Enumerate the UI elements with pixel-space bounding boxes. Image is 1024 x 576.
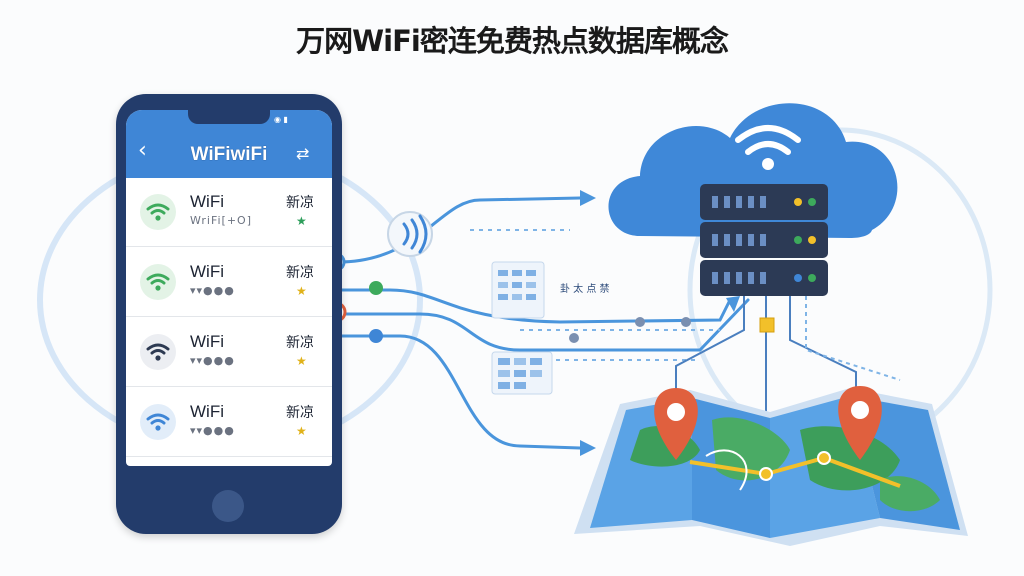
wifi-details: ▾▾●●● bbox=[190, 424, 235, 437]
wifi-list-item[interactable]: WiFi ▾▾●●● 新凉 ★ bbox=[126, 248, 332, 317]
data-card-1 bbox=[491, 261, 545, 319]
node-dot-2 bbox=[369, 281, 383, 295]
wifi-list-item[interactable]: WiFi ▾▾●●● 新凉 ★ bbox=[126, 318, 332, 387]
wifi-name: WiFi bbox=[190, 192, 224, 211]
star-icon[interactable]: ★ bbox=[296, 284, 307, 298]
wifi-name: WiFi bbox=[190, 262, 224, 281]
star-icon[interactable]: ★ bbox=[296, 354, 307, 368]
wifi-details: ▾▾●●● bbox=[190, 354, 235, 367]
data-card-2 bbox=[491, 351, 553, 395]
home-button[interactable] bbox=[212, 490, 244, 522]
menu-icon[interactable]: ⇄ bbox=[296, 144, 310, 163]
arrow-bottom-icon bbox=[580, 440, 596, 456]
map-pin-right-icon bbox=[838, 386, 882, 460]
trail-line bbox=[705, 449, 748, 491]
star-icon[interactable]: ★ bbox=[296, 424, 307, 438]
data-note-label: 卦 太 点 禁 bbox=[560, 284, 610, 295]
cloud-wifi-icon bbox=[735, 125, 801, 155]
back-button[interactable]: ‹ bbox=[138, 138, 147, 163]
server-dashed-lines bbox=[805, 296, 901, 381]
wifi-tag: 新凉 bbox=[286, 195, 314, 211]
wifi-signal-icon bbox=[140, 404, 176, 440]
data-nodes bbox=[569, 317, 691, 343]
phone-notch bbox=[188, 110, 270, 124]
wifi-name: WiFi bbox=[190, 402, 224, 421]
node-dot-4 bbox=[369, 329, 383, 343]
wifi-details: ▾▾●●● bbox=[190, 284, 235, 297]
arrow-top-icon bbox=[580, 190, 596, 206]
wifi-name: WiFi bbox=[190, 332, 224, 351]
signal-bubble bbox=[387, 211, 433, 257]
arrow-server-icon bbox=[726, 296, 740, 312]
line-mid bbox=[336, 288, 732, 324]
route-line bbox=[689, 455, 901, 488]
wifi-tag: 新凉 bbox=[286, 265, 314, 281]
wifi-list-item[interactable]: WiFi ▾▾●●● 新凉 ★ bbox=[126, 388, 332, 457]
wifi-tag: 新凉 bbox=[286, 405, 314, 421]
junction-node bbox=[759, 317, 775, 333]
line-mid2 bbox=[336, 298, 750, 352]
signal-waves-icon bbox=[402, 214, 428, 254]
page-title: 万网WiFi密连免费热点数据库概念 bbox=[296, 24, 729, 58]
map-pin-left-icon bbox=[654, 388, 698, 460]
route-nodes bbox=[759, 451, 831, 481]
wifi-tag: 新凉 bbox=[286, 335, 314, 351]
wifi-signal-icon bbox=[140, 194, 176, 230]
cloud-wifi-dot bbox=[762, 158, 774, 170]
world-map-icon bbox=[574, 388, 968, 546]
star-icon[interactable]: ★ bbox=[296, 214, 307, 228]
server-rack-icon bbox=[700, 184, 828, 296]
line-bottom bbox=[336, 334, 582, 450]
app-title: WiFiwiFi bbox=[190, 144, 268, 165]
status-bar-icons: ◉ ▮ bbox=[274, 115, 288, 124]
wifi-details: WriFi[+O] bbox=[190, 214, 253, 227]
wifi-signal-icon bbox=[140, 264, 176, 300]
wifi-signal-icon bbox=[140, 334, 176, 370]
